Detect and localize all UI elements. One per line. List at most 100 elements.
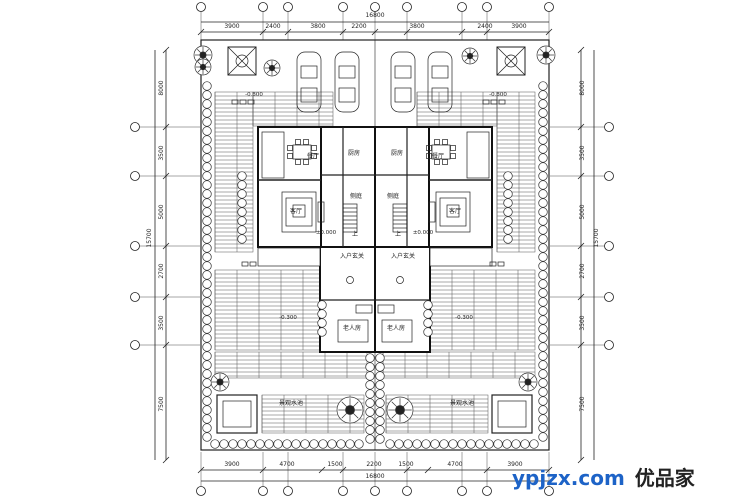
hedge-left: [202, 396, 212, 406]
hedge-bottom-right: [493, 439, 503, 449]
hedge-center-right: [375, 425, 385, 435]
hedge-bottom-right: [520, 439, 530, 449]
stair-marks: 上 上: [352, 230, 401, 238]
hedge-right: [538, 252, 548, 262]
hedge-bottom-left: [345, 439, 355, 449]
hedge-left: [202, 243, 212, 253]
hedge-right: [538, 153, 548, 163]
hedge-inner-left: [237, 225, 247, 235]
toilet-right: [396, 276, 404, 284]
room-dining-right: 餐厅: [432, 152, 444, 160]
paver-right-top: [490, 99, 498, 105]
hedge-left: [202, 144, 212, 154]
dim-left-2: 3500: [158, 145, 165, 160]
dim-bottom-1: 3900: [224, 461, 239, 468]
hedge-right: [538, 198, 548, 208]
tree-top-right-core: [542, 51, 550, 59]
dim-tick: [162, 456, 170, 464]
room-living-left: 客厅: [290, 207, 302, 215]
pool-left-water: [222, 400, 252, 428]
bath-left: [355, 304, 373, 314]
room-kitchen-left: 厨房: [348, 149, 360, 157]
hedge-center-left: [365, 353, 375, 363]
watermark-brand: 优品家: [634, 466, 695, 490]
hedge-right: [538, 306, 548, 316]
hedge-rear-left: [317, 300, 327, 310]
hedge-inner-left: [237, 234, 247, 244]
hedge-left: [202, 315, 212, 325]
hedge-bottom-left: [237, 439, 247, 449]
hedge-left: [202, 360, 212, 370]
dining-table-right: [431, 144, 451, 160]
dim-bottom-7: 3900: [507, 461, 522, 468]
axis-bubble-right: [604, 340, 614, 350]
hedge-bottom-right: [502, 439, 512, 449]
deck-right-top: [416, 91, 498, 127]
hedge-left: [202, 225, 212, 235]
axis-bubble-left: [130, 340, 140, 350]
dim-tick: [403, 466, 411, 474]
dim-bottom-5: 1500: [398, 461, 413, 468]
room-foyer-right: 侧庭: [387, 192, 399, 200]
axis-bubble-top: [370, 2, 380, 12]
hedge-right: [538, 360, 548, 370]
stair-mark-right: 上: [395, 230, 401, 238]
hedge-left: [202, 207, 212, 217]
hedge-bottom-right: [448, 439, 458, 449]
hedge-right: [538, 243, 548, 253]
bottom-dimension: 3900 4700 1500 2200 1500 4700 3900 16800: [224, 461, 522, 480]
hedge-right: [538, 81, 548, 91]
hedge-rear-left: [317, 318, 327, 328]
axis-bubble-left: [130, 122, 140, 132]
room-living-right: 客厅: [449, 207, 461, 215]
hedge-right: [538, 270, 548, 280]
hedge-right: [538, 378, 548, 388]
level-floor-left: ±0.000: [316, 230, 337, 236]
hedge-inner-left: [237, 171, 247, 181]
dim-tick: [284, 28, 292, 36]
pool-right: [491, 394, 533, 434]
hedge-right: [538, 396, 548, 406]
hedge-center-left: [365, 380, 375, 390]
car-4-rear: [431, 87, 449, 103]
hedge-right: [538, 117, 548, 127]
hedge-rear-right: [423, 309, 433, 319]
hedge-inner-right: [503, 189, 513, 199]
hedge-left: [202, 216, 212, 226]
dim-right-2: 3500: [579, 145, 586, 160]
hedge-rear-right: [423, 300, 433, 310]
dim-tick: [424, 466, 432, 474]
axis-bubble-top: [402, 2, 412, 12]
hedge-left: [202, 342, 212, 352]
axis-bubble-bottom: [544, 486, 554, 496]
hedge-left: [202, 288, 212, 298]
dim-tick: [339, 28, 347, 36]
dim-tick: [162, 123, 170, 131]
axis-bubble-bottom: [402, 486, 412, 496]
planter-top-left-x: [227, 46, 257, 76]
dim-tick: [197, 466, 205, 474]
hedge-right: [538, 261, 548, 271]
tree-top-3-core: [466, 52, 474, 60]
porch-left: [257, 247, 321, 267]
dim-tick: [577, 172, 585, 180]
dim-tick: [483, 28, 491, 36]
car-2-rear: [338, 87, 356, 103]
paver-right-top: [482, 99, 490, 105]
hedge-right: [538, 171, 548, 181]
level-floor-right: ±0.000: [413, 230, 434, 236]
right-dimension: 8000 3500 5000 2700 3500 7500 15700: [579, 80, 600, 411]
dim-tick: [483, 466, 491, 474]
level-garden-left: -0.300: [279, 315, 297, 321]
dim-tick: [162, 46, 170, 54]
axis-bubble-top: [196, 2, 206, 12]
dim-tick: [259, 466, 267, 474]
sofa-right-armchair: [428, 201, 436, 223]
hedge-left: [202, 153, 212, 163]
hedge-right: [538, 288, 548, 298]
axis-bubble-bottom: [258, 486, 268, 496]
hedge-left: [202, 189, 212, 199]
dim-left-5: 3500: [158, 315, 165, 330]
watermark-domain: ypjzx.com: [512, 466, 625, 490]
paver-left-porch: [249, 261, 257, 267]
